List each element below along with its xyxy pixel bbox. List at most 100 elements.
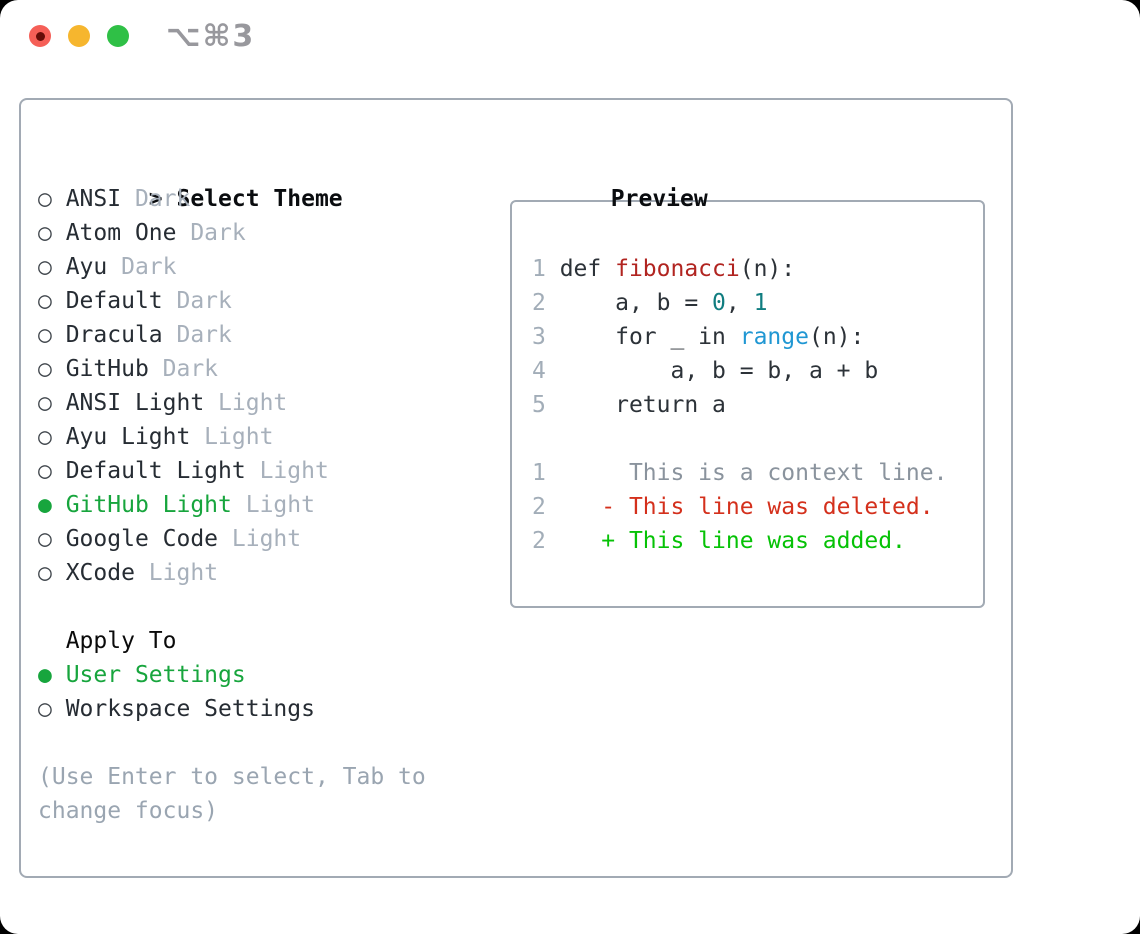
hint-line: (Use Enter to select, Tab to bbox=[38, 764, 426, 790]
code-segment-deleted: - This line was deleted. bbox=[559, 494, 934, 520]
theme-name: Atom One bbox=[65, 220, 177, 246]
theme-option[interactable]: ● GitHub Light Light bbox=[38, 488, 426, 522]
window-title: ⌥⌘3 bbox=[166, 18, 256, 54]
radio-selected-icon: ● bbox=[38, 492, 52, 518]
code-line: 5 return a bbox=[532, 388, 983, 422]
radio-unselected-icon: ○ bbox=[38, 560, 52, 586]
theme-variant: Light bbox=[231, 492, 315, 518]
theme-option[interactable]: ○ Atom One Dark bbox=[38, 216, 426, 250]
theme-option[interactable]: ○Default Light Light bbox=[38, 454, 426, 488]
radio-unselected-icon: ○ bbox=[38, 526, 52, 552]
radio-unselected-icon: ○ bbox=[38, 424, 52, 450]
theme-option[interactable]: ○ GitHub Dark bbox=[38, 352, 426, 386]
theme-option[interactable]: ○ ANSI Light Light bbox=[38, 386, 426, 420]
radio-unselected-icon: ○ bbox=[38, 254, 52, 280]
apply-to-options-list: ● User Settings ○Workspace Settings bbox=[38, 658, 426, 726]
code-line: 2 - This line was deleted. bbox=[532, 490, 983, 524]
theme-name: Ayu Light bbox=[65, 424, 191, 450]
theme-option[interactable]: ○ XCode Light bbox=[38, 556, 426, 590]
code-segment-plain: (n): bbox=[739, 256, 796, 282]
code-segment-plain: return a bbox=[559, 392, 726, 418]
theme-variant: Light bbox=[134, 560, 219, 586]
theme-picker-column: > Select Theme ○ ANSI Dark ○ Atom One Dark ○ A… bbox=[38, 148, 426, 828]
theme-name: Google Code bbox=[65, 526, 219, 552]
line-number: 4 bbox=[532, 358, 546, 384]
theme-variant: Light bbox=[204, 390, 288, 416]
theme-name: ANSI Light bbox=[65, 390, 205, 416]
radio-unselected-icon: ○ bbox=[38, 288, 52, 314]
radio-unselected-icon: ○ bbox=[38, 220, 52, 246]
code-segment-plain: (n): bbox=[808, 324, 865, 350]
line-number: 2 bbox=[532, 528, 546, 554]
code-segment-plain: def bbox=[559, 256, 616, 282]
preview-heading: Preview bbox=[500, 148, 985, 212]
theme-name: Ayu bbox=[65, 254, 108, 280]
prompt-icon: > bbox=[148, 186, 163, 212]
theme-picker-panel: > Select Theme ○ ANSI Dark ○ Atom One Dark ○ A… bbox=[19, 98, 1013, 878]
theme-variant: Dark bbox=[148, 356, 219, 382]
code-line: 2 a, b = 0, 1 bbox=[532, 286, 983, 320]
code-segment-plain: , bbox=[725, 290, 754, 316]
theme-name: XCode bbox=[65, 560, 135, 586]
code-line bbox=[532, 422, 983, 456]
theme-variant: Dark bbox=[121, 186, 191, 212]
record-dot-icon bbox=[35, 31, 45, 41]
spacer-row bbox=[38, 726, 426, 760]
close-button[interactable] bbox=[29, 25, 51, 47]
code-segment-number: 0 bbox=[712, 290, 726, 316]
radio-unselected-icon: ○ bbox=[38, 322, 52, 348]
theme-name: Default Light bbox=[65, 458, 246, 484]
theme-option[interactable]: ○ Google Code Light bbox=[38, 522, 426, 556]
theme-variant: Light bbox=[190, 424, 274, 450]
code-segment-plain: for _ in bbox=[559, 324, 740, 350]
theme-option[interactable]: ○ Ayu Dark bbox=[38, 250, 426, 284]
apply-to-option[interactable]: ○Workspace Settings bbox=[38, 692, 426, 726]
theme-variant: Dark bbox=[176, 220, 246, 246]
apply-to-option[interactable]: ● User Settings bbox=[38, 658, 426, 692]
theme-name: Dracula bbox=[65, 322, 163, 348]
theme-option[interactable]: ○ Dracula Dark bbox=[38, 318, 426, 352]
theme-variant: Light bbox=[218, 526, 302, 552]
spacer-row bbox=[38, 590, 426, 624]
preview-title: Preview bbox=[610, 186, 708, 212]
line-number: 3 bbox=[532, 324, 546, 350]
radio-unselected-icon: ○ bbox=[38, 356, 52, 382]
hint-line: change focus) bbox=[38, 798, 219, 824]
theme-option[interactable]: ○ ANSI Dark bbox=[38, 182, 426, 216]
zoom-button[interactable] bbox=[107, 25, 129, 47]
theme-name: GitHub bbox=[65, 356, 149, 382]
code-line: 1 This is a context line. bbox=[532, 456, 983, 490]
select-theme-title: Select Theme bbox=[176, 186, 343, 212]
line-number: 2 bbox=[532, 290, 546, 316]
minimize-button[interactable] bbox=[68, 25, 90, 47]
titlebar: ⌥⌘3 bbox=[0, 0, 1140, 72]
apply-to-label: User Settings bbox=[65, 662, 246, 688]
radio-unselected-icon: ○ bbox=[38, 390, 52, 416]
code-segment-plain: a, b = b, a + b bbox=[559, 358, 879, 384]
code-segment-builtin: range bbox=[739, 324, 809, 350]
theme-name: ANSI bbox=[65, 186, 122, 212]
code-line: 3 for _ in range(n): bbox=[532, 320, 983, 354]
code-segment-plain: a, b = bbox=[559, 290, 713, 316]
theme-options-list: ○ANSI Dark○Atom One Dark○Ayu Dark○Defaul… bbox=[38, 182, 426, 590]
theme-variant: Dark bbox=[162, 322, 232, 348]
radio-unselected-icon: ○ bbox=[38, 186, 52, 212]
line-number: 2 bbox=[532, 494, 546, 520]
line-number: 1 bbox=[532, 256, 546, 282]
theme-option[interactable]: ○ Ayu Light Light bbox=[38, 420, 426, 454]
radio-unselected-icon: ○ bbox=[38, 696, 52, 722]
theme-variant: Dark bbox=[107, 254, 177, 280]
apply-to-heading: Apply To bbox=[65, 628, 177, 654]
theme-name: GitHub Light bbox=[65, 492, 232, 518]
hint-text: (Use Enter to select, Tab to change focus… bbox=[38, 760, 426, 828]
theme-option[interactable]: ○Default Dark bbox=[38, 284, 426, 318]
code-segment-number: 1 bbox=[753, 290, 768, 316]
line-number: 5 bbox=[532, 392, 546, 418]
radio-unselected-icon: ○ bbox=[38, 458, 52, 484]
radio-selected-icon: ● bbox=[38, 662, 52, 688]
code-segment-context: This is a context line. bbox=[559, 460, 948, 486]
code-line: 4 a, b = b, a + b bbox=[532, 354, 983, 388]
